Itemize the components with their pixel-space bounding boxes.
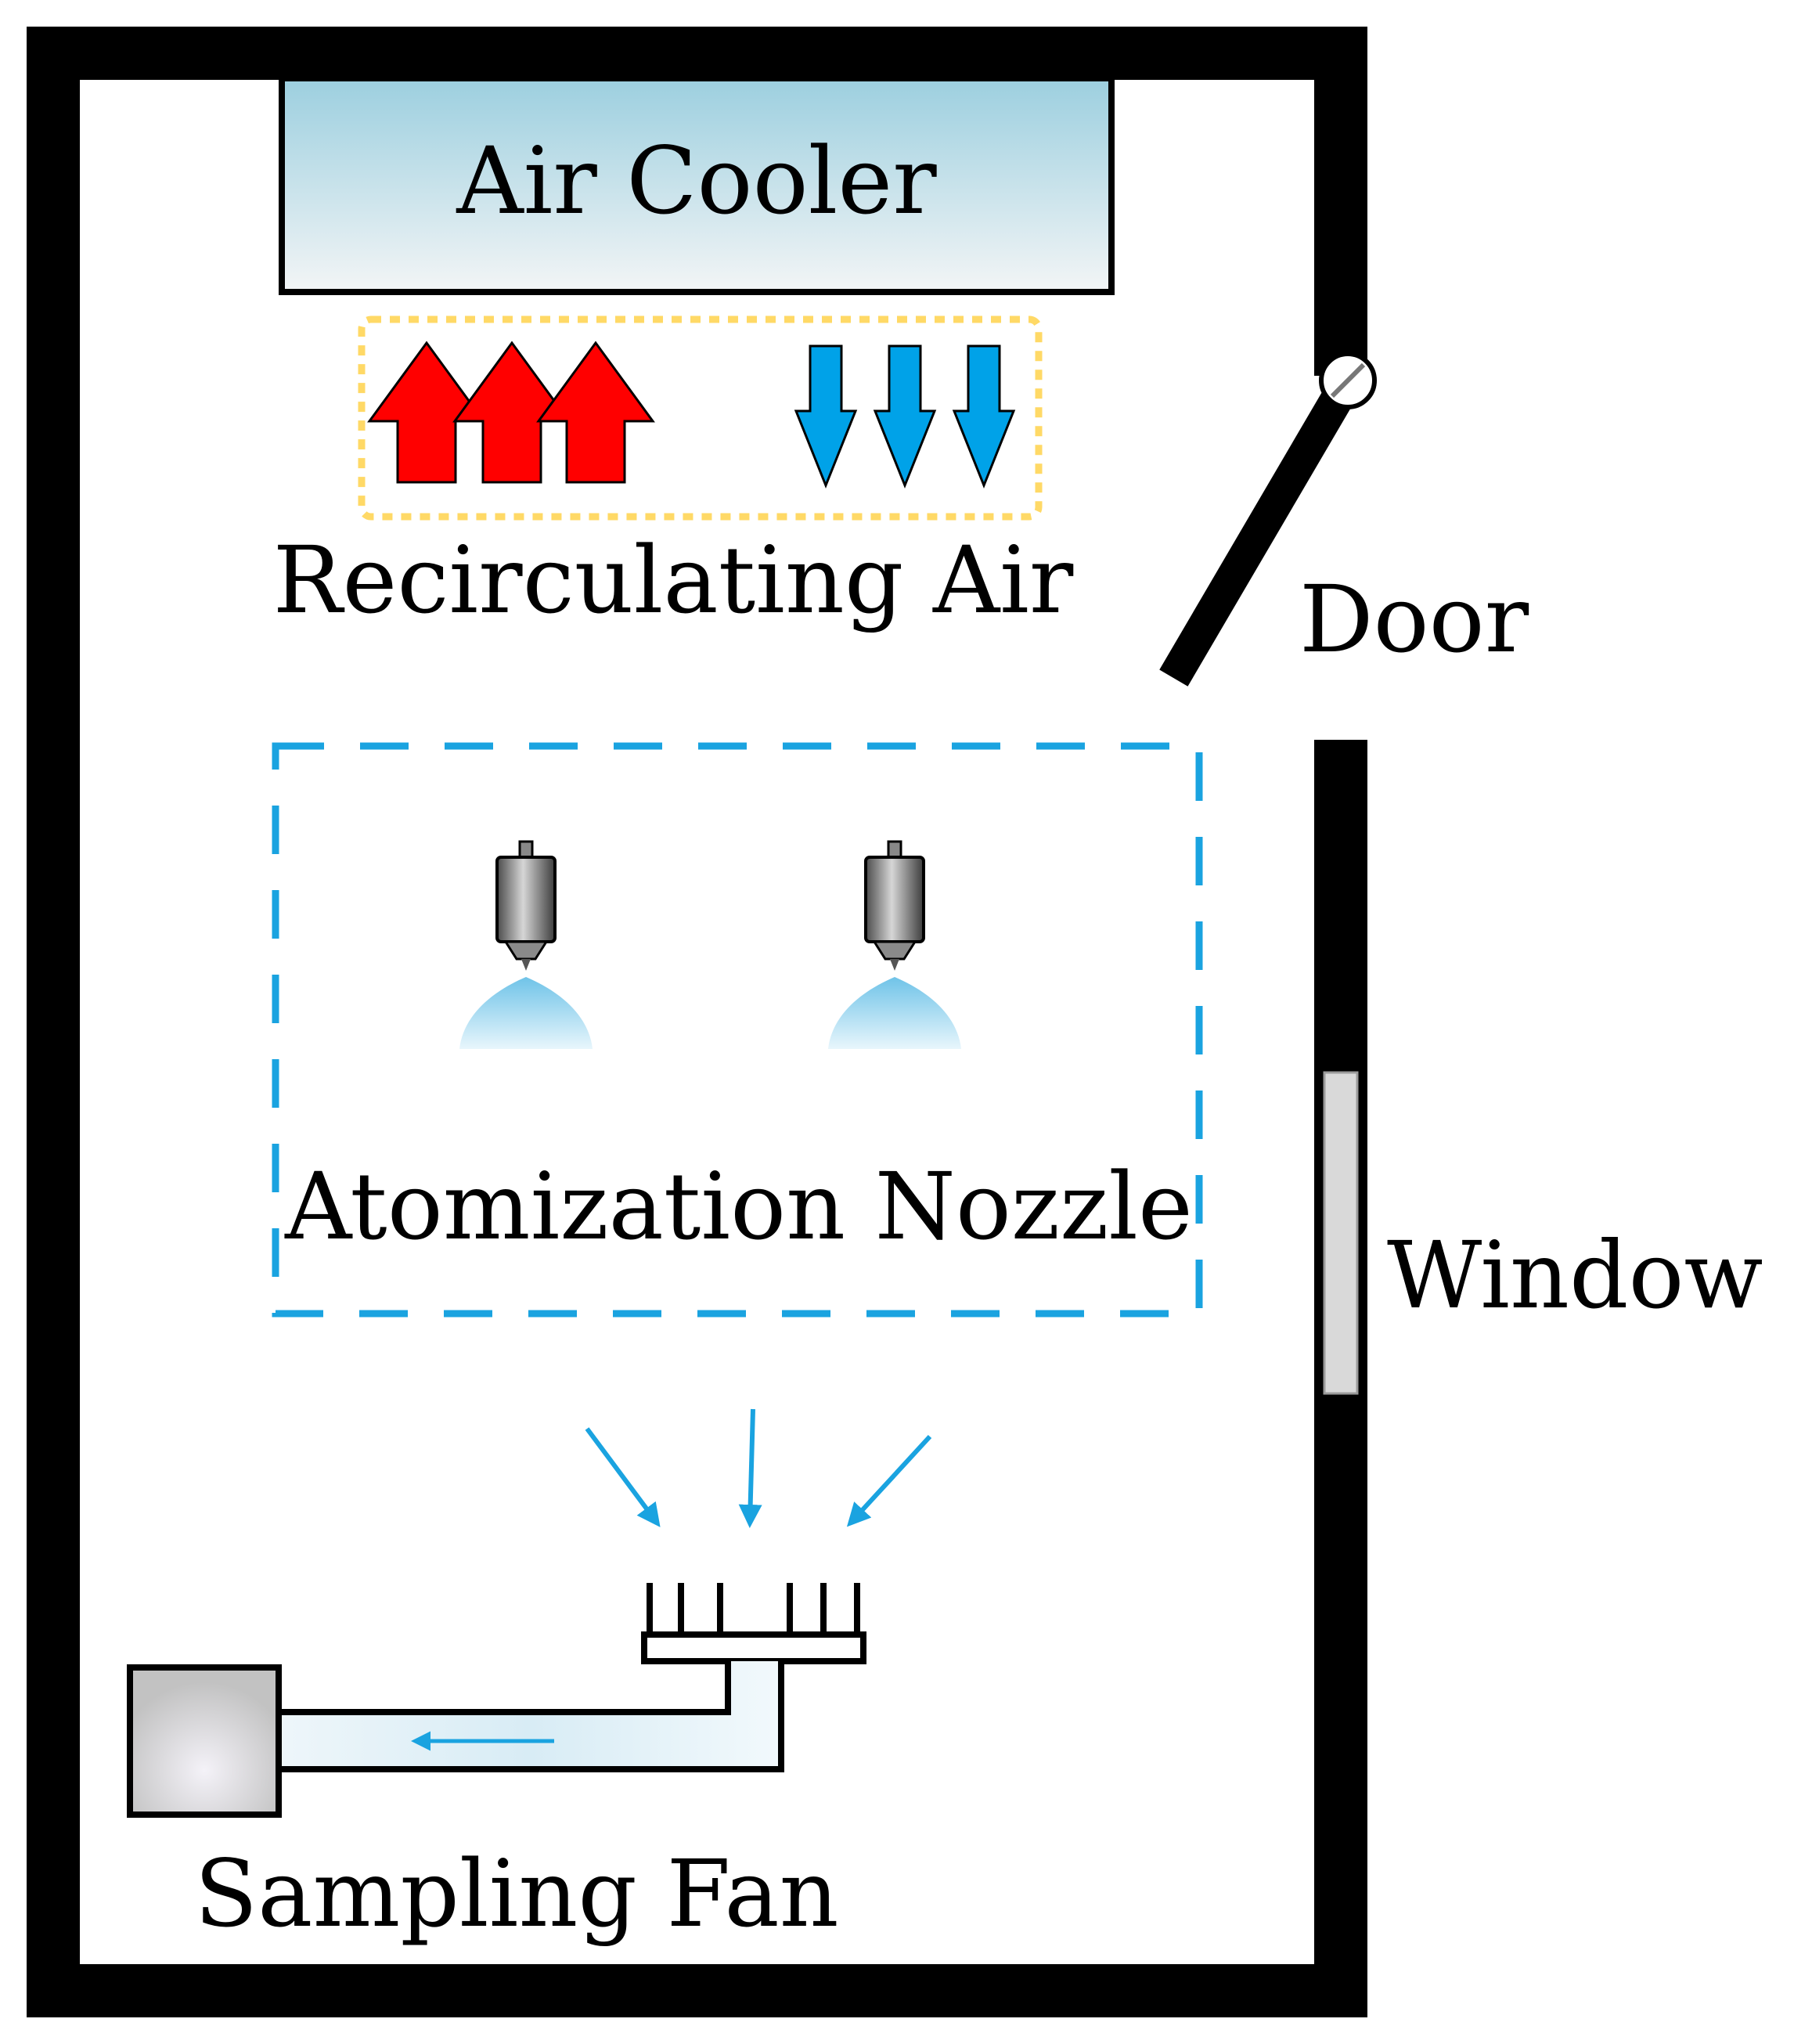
wall-outline [27,27,1367,2017]
flow-arrow-icon [585,1427,661,1527]
sampling-duct [279,1661,784,1772]
door-leaf [1159,358,1371,687]
air-cooler-unit [279,75,1115,295]
cool-air-arrows [794,344,1016,489]
duct-outline [279,1661,784,1772]
arrow-down-icon [952,344,1016,489]
arrow-up-icon [452,341,571,484]
arrow-up-icon [367,341,486,484]
atomization-nozzle-label: Atomization Nozzle [284,1152,1193,1260]
air-cooler: Air Cooler [279,75,1115,295]
recirculating-air-zone: Recirculating Air [273,315,1074,634]
window [1323,1071,1359,1395]
sampling-flow-arrows [585,1408,932,1528]
window-pane [1323,1071,1359,1395]
sampler-bar [641,1631,866,1664]
flow-arrow-icon [738,1408,762,1528]
fan-box [127,1664,282,1818]
door-label: Door [1299,565,1529,673]
arrow-up-icon [536,341,655,484]
spray-nozzle-icon [828,840,961,1049]
sampling-fan-label: Sampling Fan [194,1840,838,1948]
recirculation-frame [358,315,1043,521]
sampling-comb-icon [641,1583,866,1664]
arrow-down-icon [873,344,937,489]
flow-arrow-icon [846,1434,932,1527]
hinge-icon [1319,351,1377,409]
spray-nozzle-icon [459,840,593,1049]
warm-air-arrows [367,341,655,484]
air-cooler-label: Air Cooler [456,127,937,235]
atomization-nozzle-zone: Atomization Nozzle [272,742,1203,1318]
sampling-fan: Sampling Fan [127,1664,839,1948]
room-walls [27,27,1367,2017]
nozzle-zone-frame [272,742,1203,1318]
door [1159,351,1377,687]
arrow-down-icon [794,344,858,489]
window-label: Window [1387,1221,1763,1329]
recirculating-air-label: Recirculating Air [273,526,1074,634]
